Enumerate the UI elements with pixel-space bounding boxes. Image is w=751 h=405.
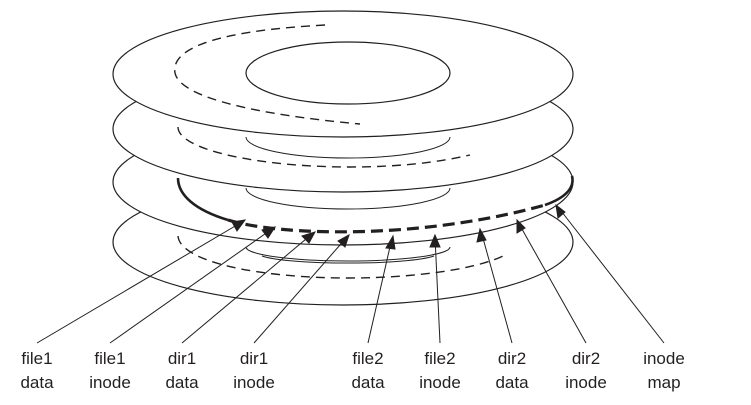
track-platter-1 (174, 24, 361, 125)
label-inode-map: inode map (643, 349, 685, 392)
pointer-file2-inode (429, 233, 441, 344)
log-track-solid-right (544, 175, 574, 207)
label-dir2-data: dir2 data (495, 349, 529, 392)
label-dir1-data: dir1 data (165, 349, 199, 392)
spindle-hole (245, 41, 451, 105)
pointer-file2-data (367, 234, 396, 344)
hub-arc-4a (245, 246, 451, 262)
label-file2-data: file2 data (351, 349, 385, 392)
label-dir2-inode: dir2 inode (565, 349, 607, 392)
label-file1-inode: file1 inode (89, 349, 131, 392)
label-dir1-inode: dir1 inode (233, 349, 275, 392)
label-file1-data: file1 data (20, 349, 54, 392)
pointer-dir2-data (476, 227, 513, 344)
hub-arc-4b (261, 255, 435, 264)
pointer-dir1-inode (253, 233, 350, 344)
pointer-dir1-data (181, 231, 317, 344)
pointer-inode-map (555, 203, 665, 344)
hub-arc-2 (245, 136, 451, 159)
log-track-solid-left (176, 177, 229, 222)
track-platter-4 (177, 235, 506, 279)
pointer-file1-inode (109, 226, 277, 344)
pointer-file1-data (36, 219, 247, 344)
log-track-segments (227, 203, 546, 234)
label-file2-inode: file2 inode (419, 349, 461, 392)
pointer-dir2-inode (516, 218, 587, 344)
hub-arc-3 (245, 187, 451, 210)
